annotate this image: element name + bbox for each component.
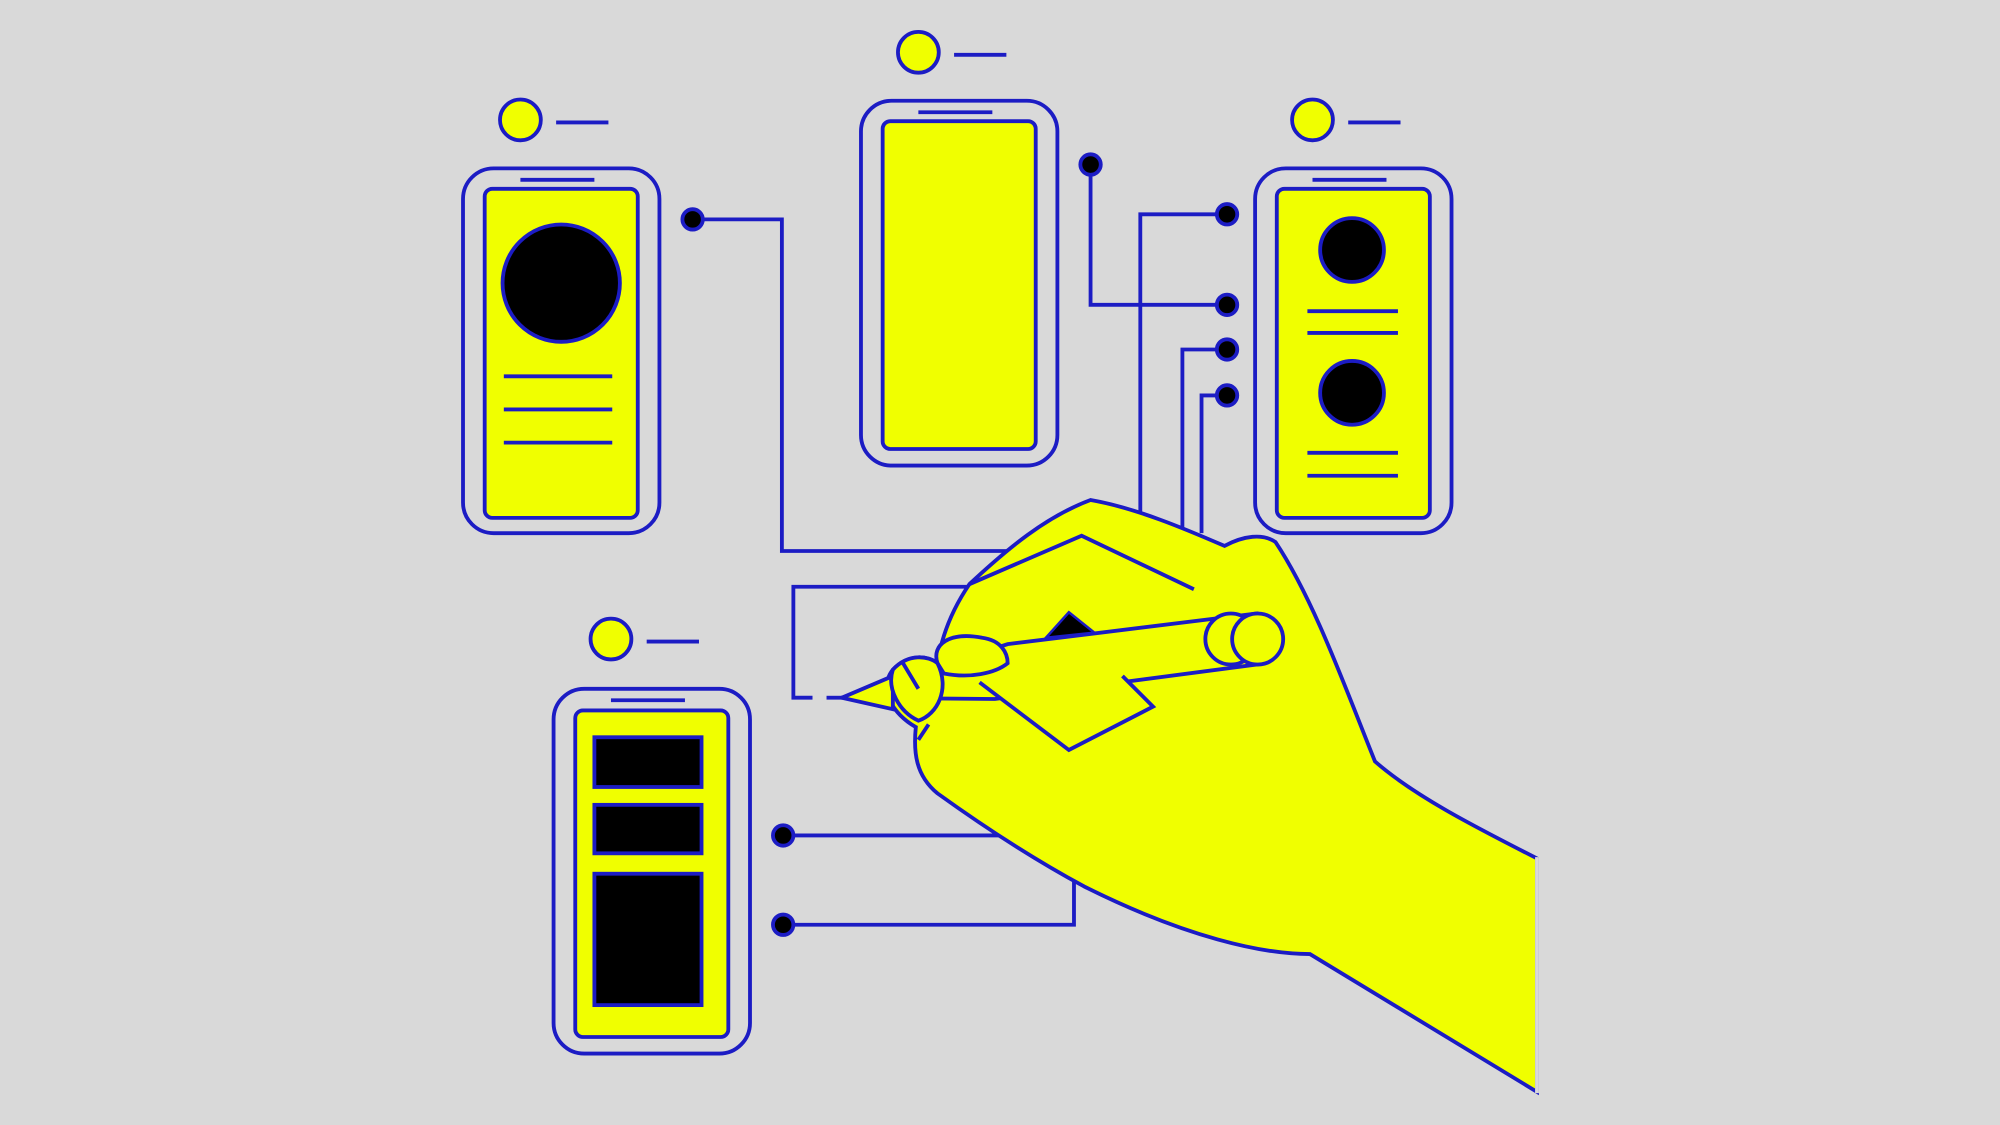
status-indicator-icon xyxy=(896,29,941,75)
connector-dot xyxy=(771,823,796,848)
hand-with-pen xyxy=(835,498,1539,1096)
phone-wireframe-blocks xyxy=(551,616,752,1056)
connector-dot xyxy=(1078,152,1103,177)
avatar-placeholder xyxy=(1318,359,1386,427)
phone-wireframe-list xyxy=(1253,97,1454,536)
connector-dot xyxy=(1214,292,1240,317)
connector-dot xyxy=(771,912,796,937)
connector-dot xyxy=(680,207,705,232)
connector-lines xyxy=(680,152,1240,937)
avatar-placeholder xyxy=(500,222,622,344)
phone-wireframe-profile xyxy=(461,97,662,536)
status-indicator-icon xyxy=(1290,97,1335,143)
connector-dot xyxy=(1214,337,1240,362)
connector-dot xyxy=(1214,383,1240,408)
phone-wireframe-blank xyxy=(859,29,1060,468)
status-indicator-icon xyxy=(588,616,634,662)
connector-dot xyxy=(1214,202,1240,227)
avatar-placeholder xyxy=(1318,216,1386,284)
status-indicator-icon xyxy=(498,97,543,143)
